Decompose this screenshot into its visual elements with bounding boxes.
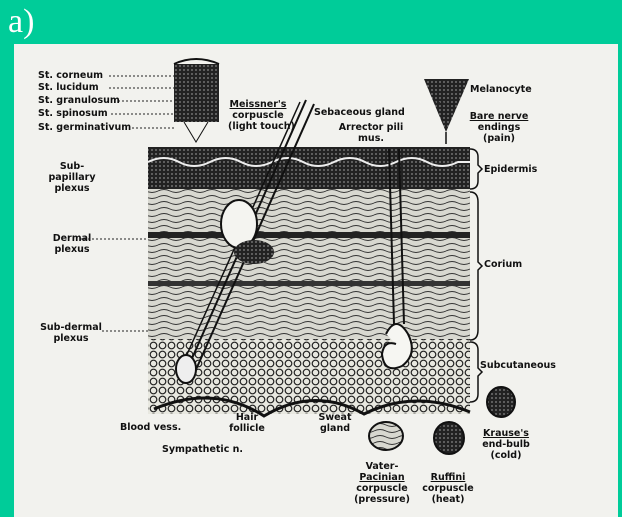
label-st-corneum: St. corneum [38, 70, 103, 81]
label-st-spinosum: St. spinosum [38, 108, 108, 119]
slide-label: a) [8, 2, 34, 42]
label-st-germinativum: St. germinativum [38, 122, 131, 133]
label-krause-end-bulb: Krause's end-bulb (cold) [476, 428, 536, 461]
label-ruffini-title: Ruffini [418, 472, 478, 483]
label-subpapillary-plexus: Sub- papillary plexus [42, 161, 102, 194]
label-dermal-line1: Dermal [42, 233, 102, 244]
label-hair-line1: Hair [222, 412, 272, 423]
label-melanocyte: Melanocyte [470, 84, 532, 95]
label-st-lucidum: St. lucidum [38, 82, 99, 93]
label-subdermal-line1: Sub-dermal [38, 322, 104, 333]
label-subpap-line3: plexus [42, 183, 102, 194]
label-subpap-line1: Sub- [42, 161, 102, 172]
label-dermal-line2: plexus [42, 244, 102, 255]
label-sweat-line2: gland [310, 423, 360, 434]
label-vater-line2: Pacinian [350, 472, 414, 483]
label-st-granulosum: St. granulosum [38, 95, 120, 106]
epidermis-layer [148, 147, 470, 189]
label-vater-line1: Vater- [350, 461, 414, 472]
label-sweat-line1: Sweat [310, 412, 360, 423]
krause-end-bulb-drawing [487, 387, 515, 417]
label-sympathetic-nerve: Sympathetic n. [162, 444, 243, 455]
label-krause-line3: (cold) [476, 450, 536, 461]
diagram-panel: St. corneum St. lucidum St. granulosum S… [14, 44, 618, 517]
label-hair-line2: follicle [222, 423, 272, 434]
label-bare-nerve-endings: Bare nerve endings (pain) [466, 111, 532, 144]
label-krause-title: Krause's [476, 428, 536, 439]
label-sebaceous-gland: Sebaceous gland [314, 107, 405, 118]
label-vater-line3: corpuscle [350, 483, 414, 494]
label-krause-line2: end-bulb [476, 439, 536, 450]
label-meissner-line3: (light touch) [228, 121, 288, 132]
label-vater-pacinian: Vater- Pacinian corpuscle (pressure) [350, 461, 414, 505]
label-ruffini-line3: (heat) [418, 494, 478, 505]
label-arrector-line1: Arrector pili [336, 122, 406, 133]
label-meissner-title: Meissner's [228, 99, 288, 110]
label-bare-line3: (pain) [466, 133, 532, 144]
epidermis-inset-drawing [174, 59, 219, 142]
vater-pacinian-corpuscle-drawing [369, 422, 403, 450]
label-meissner-line2: corpuscle [228, 110, 288, 121]
label-dermal-plexus: Dermal plexus [42, 233, 102, 255]
label-subpap-line2: papillary [42, 172, 102, 183]
label-corium: Corium [484, 259, 522, 270]
label-bare-title: Bare nerve [466, 111, 532, 122]
nerve-ending-inset-drawing [424, 79, 469, 144]
label-ruffini-line2: corpuscle [418, 483, 478, 494]
label-subdermal-line2: plexus [38, 333, 104, 344]
label-arrector-pili: Arrector pili mus. [336, 122, 406, 144]
label-hair-follicle: Hair follicle [222, 412, 272, 434]
label-subdermal-plexus: Sub-dermal plexus [38, 322, 104, 344]
corium-layer [148, 189, 470, 339]
label-vater-line4: (pressure) [350, 494, 414, 505]
label-meissner-corpuscle: Meissner's corpuscle (light touch) [228, 99, 288, 132]
label-ruffini: Ruffini corpuscle (heat) [418, 472, 478, 505]
label-bare-line2: endings [466, 122, 532, 133]
label-arrector-line2: mus. [336, 133, 406, 144]
label-epidermis: Epidermis [484, 164, 537, 175]
label-sweat-gland: Sweat gland [310, 412, 360, 434]
label-blood-vessels: Blood vess. [120, 422, 181, 433]
label-subcutaneous: Subcutaneous [480, 360, 556, 371]
ruffini-corpuscle-drawing [434, 422, 464, 454]
